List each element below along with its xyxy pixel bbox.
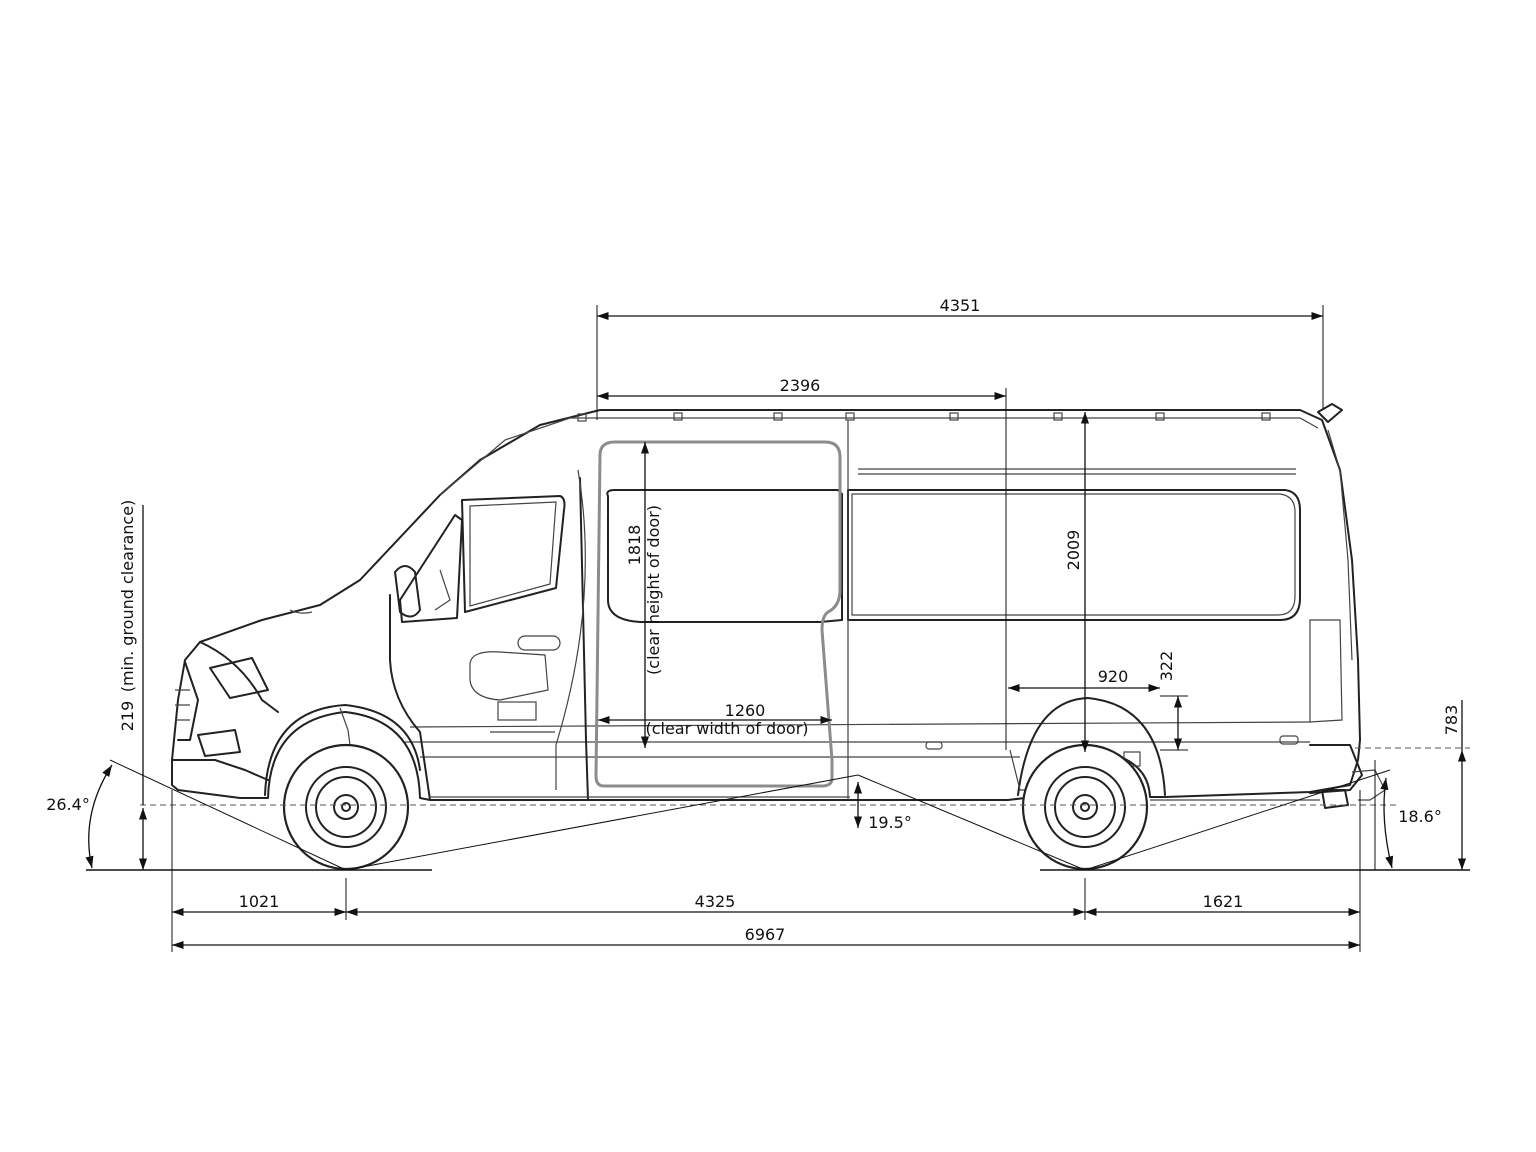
front-wheel: [282, 743, 410, 871]
label-door-width: 1260: [725, 701, 766, 720]
label-ground-clearance-note: (min. ground clearance): [118, 500, 137, 693]
label-loading-height: 783: [1442, 705, 1461, 736]
label-wheelbase: 4325: [695, 892, 736, 911]
label-approach-angle: 26.4°: [46, 795, 90, 814]
reference-lines: [86, 747, 1470, 871]
label-ground-clearance: 219: [118, 701, 137, 732]
roof-rail-mounts: [577, 412, 1271, 422]
label-departure-angle: 18.6°: [1398, 807, 1442, 826]
label-roof-section: 2396: [780, 376, 821, 395]
van-body: [171, 403, 1386, 809]
label-overall-length: 6967: [745, 925, 786, 944]
dimension-labels: 4351 2396 1818 (clear height of door) 20…: [46, 296, 1461, 944]
label-door-width-note: (clear width of door): [645, 719, 808, 738]
label-ramp-angle: 19.5°: [868, 813, 912, 832]
label-door-height-note: (clear height of door): [644, 505, 663, 675]
label-front-overhang: 1021: [239, 892, 280, 911]
label-rear-overhang: 1621: [1203, 892, 1244, 911]
rear-wheel: [1021, 743, 1149, 871]
label-cargo-length: 4351: [940, 296, 981, 315]
label-interior-height: 2009: [1064, 530, 1083, 571]
dimension-lines: [85, 311, 1467, 950]
label-wheelarch-height: 322: [1157, 651, 1176, 682]
label-wheelarch-length: 920: [1098, 667, 1129, 686]
door-opening-outline: [594, 440, 842, 788]
label-door-height: 1818: [625, 525, 644, 566]
